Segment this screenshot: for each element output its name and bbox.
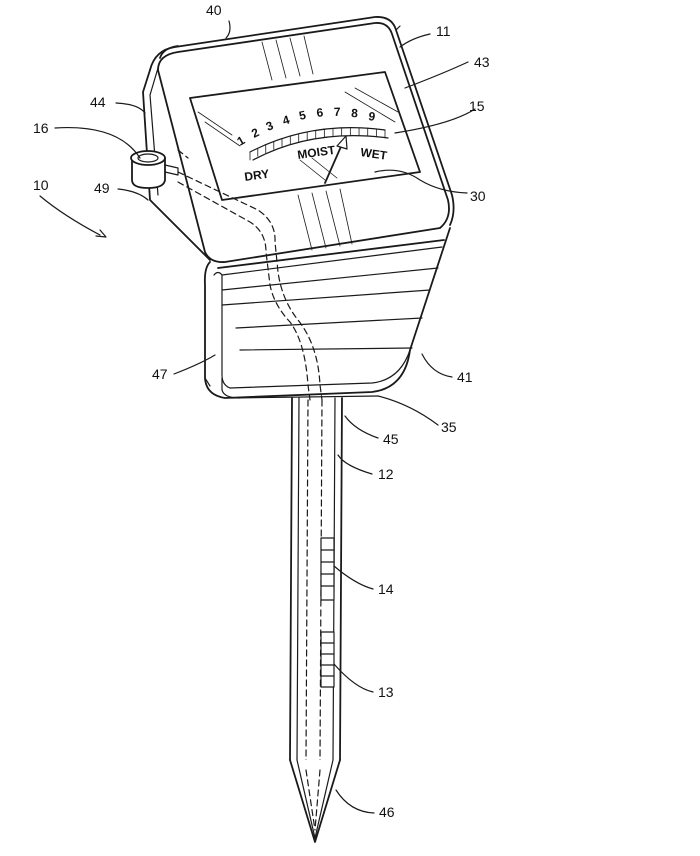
scale-number-5: 5 (298, 108, 308, 123)
display-window (189, 71, 421, 201)
scale-ticks (249, 127, 386, 161)
scale-number-4: 4 (281, 112, 292, 127)
ref-14: 14 (378, 581, 394, 597)
dial-label-dry: DRY (243, 167, 270, 184)
adjustment-knob (130, 150, 179, 189)
ref-16: 16 (33, 120, 49, 136)
ref-45: 45 (383, 431, 399, 447)
sensor-band-14 (320, 537, 335, 601)
dial-label-moist: MOIST (296, 143, 336, 162)
scale-number-9: 9 (368, 109, 377, 124)
ref-41: 41 (457, 369, 473, 385)
ref-40: 40 (206, 2, 222, 18)
scale-number-3: 3 (264, 118, 276, 134)
internal-wire (177, 149, 323, 401)
meter-housing (142, 16, 455, 263)
scale-number-7: 7 (334, 105, 341, 119)
ref-43: 43 (474, 54, 490, 70)
ref-35: 35 (441, 419, 457, 435)
ref-15: 15 (469, 98, 485, 114)
ref-30: 30 (470, 188, 486, 204)
leader-lines (39, 20, 476, 814)
ref-10: 10 (33, 177, 49, 193)
ref-13: 13 (378, 684, 394, 700)
ref-44: 44 (90, 94, 106, 110)
ref-47: 47 (152, 366, 168, 382)
ref-11: 11 (436, 23, 451, 39)
lower-housing (203, 227, 451, 399)
scale-number-6: 6 (316, 105, 325, 120)
reference-numerals: 40 11 43 15 30 44 16 49 10 47 41 35 45 1… (33, 2, 490, 820)
dial-label-wet: WET (360, 145, 389, 163)
ref-49: 49 (94, 180, 110, 196)
meter-needle (324, 135, 348, 184)
probe-rod (289, 397, 343, 843)
dial-scale: 1 2 3 4 5 6 7 8 9 DRY MOIST WET (235, 105, 389, 184)
scale-number-8: 8 (351, 106, 359, 120)
ref-46: 46 (379, 804, 395, 820)
sensor-band-13 (320, 631, 335, 688)
ref-12: 12 (378, 466, 394, 482)
